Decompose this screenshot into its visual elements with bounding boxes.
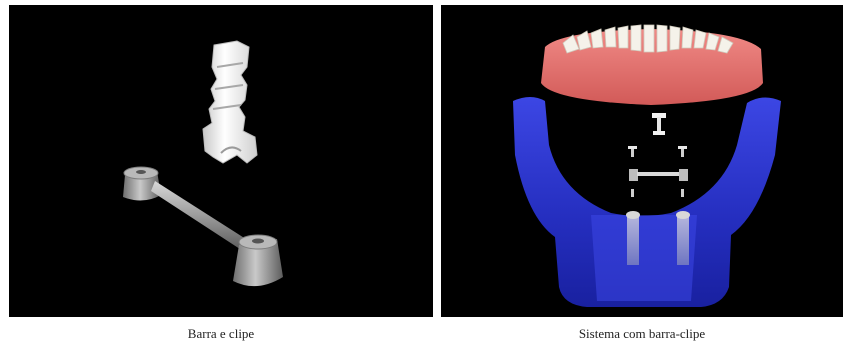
figure-caption-left: Barra e clipe [9,326,433,342]
figure-caption-right: Sistema com barra-clipe [441,326,843,342]
bar-clip-system-illustration [441,5,843,317]
mandible [513,97,781,307]
bar-assembly [628,146,688,197]
bar-clip-render [9,5,433,317]
bar-part [123,167,283,286]
bar-clip-system-render [441,5,843,317]
clip-part [203,41,257,163]
clip-part [652,113,666,135]
denture [541,25,763,105]
bar-clip-illustration [9,5,433,317]
